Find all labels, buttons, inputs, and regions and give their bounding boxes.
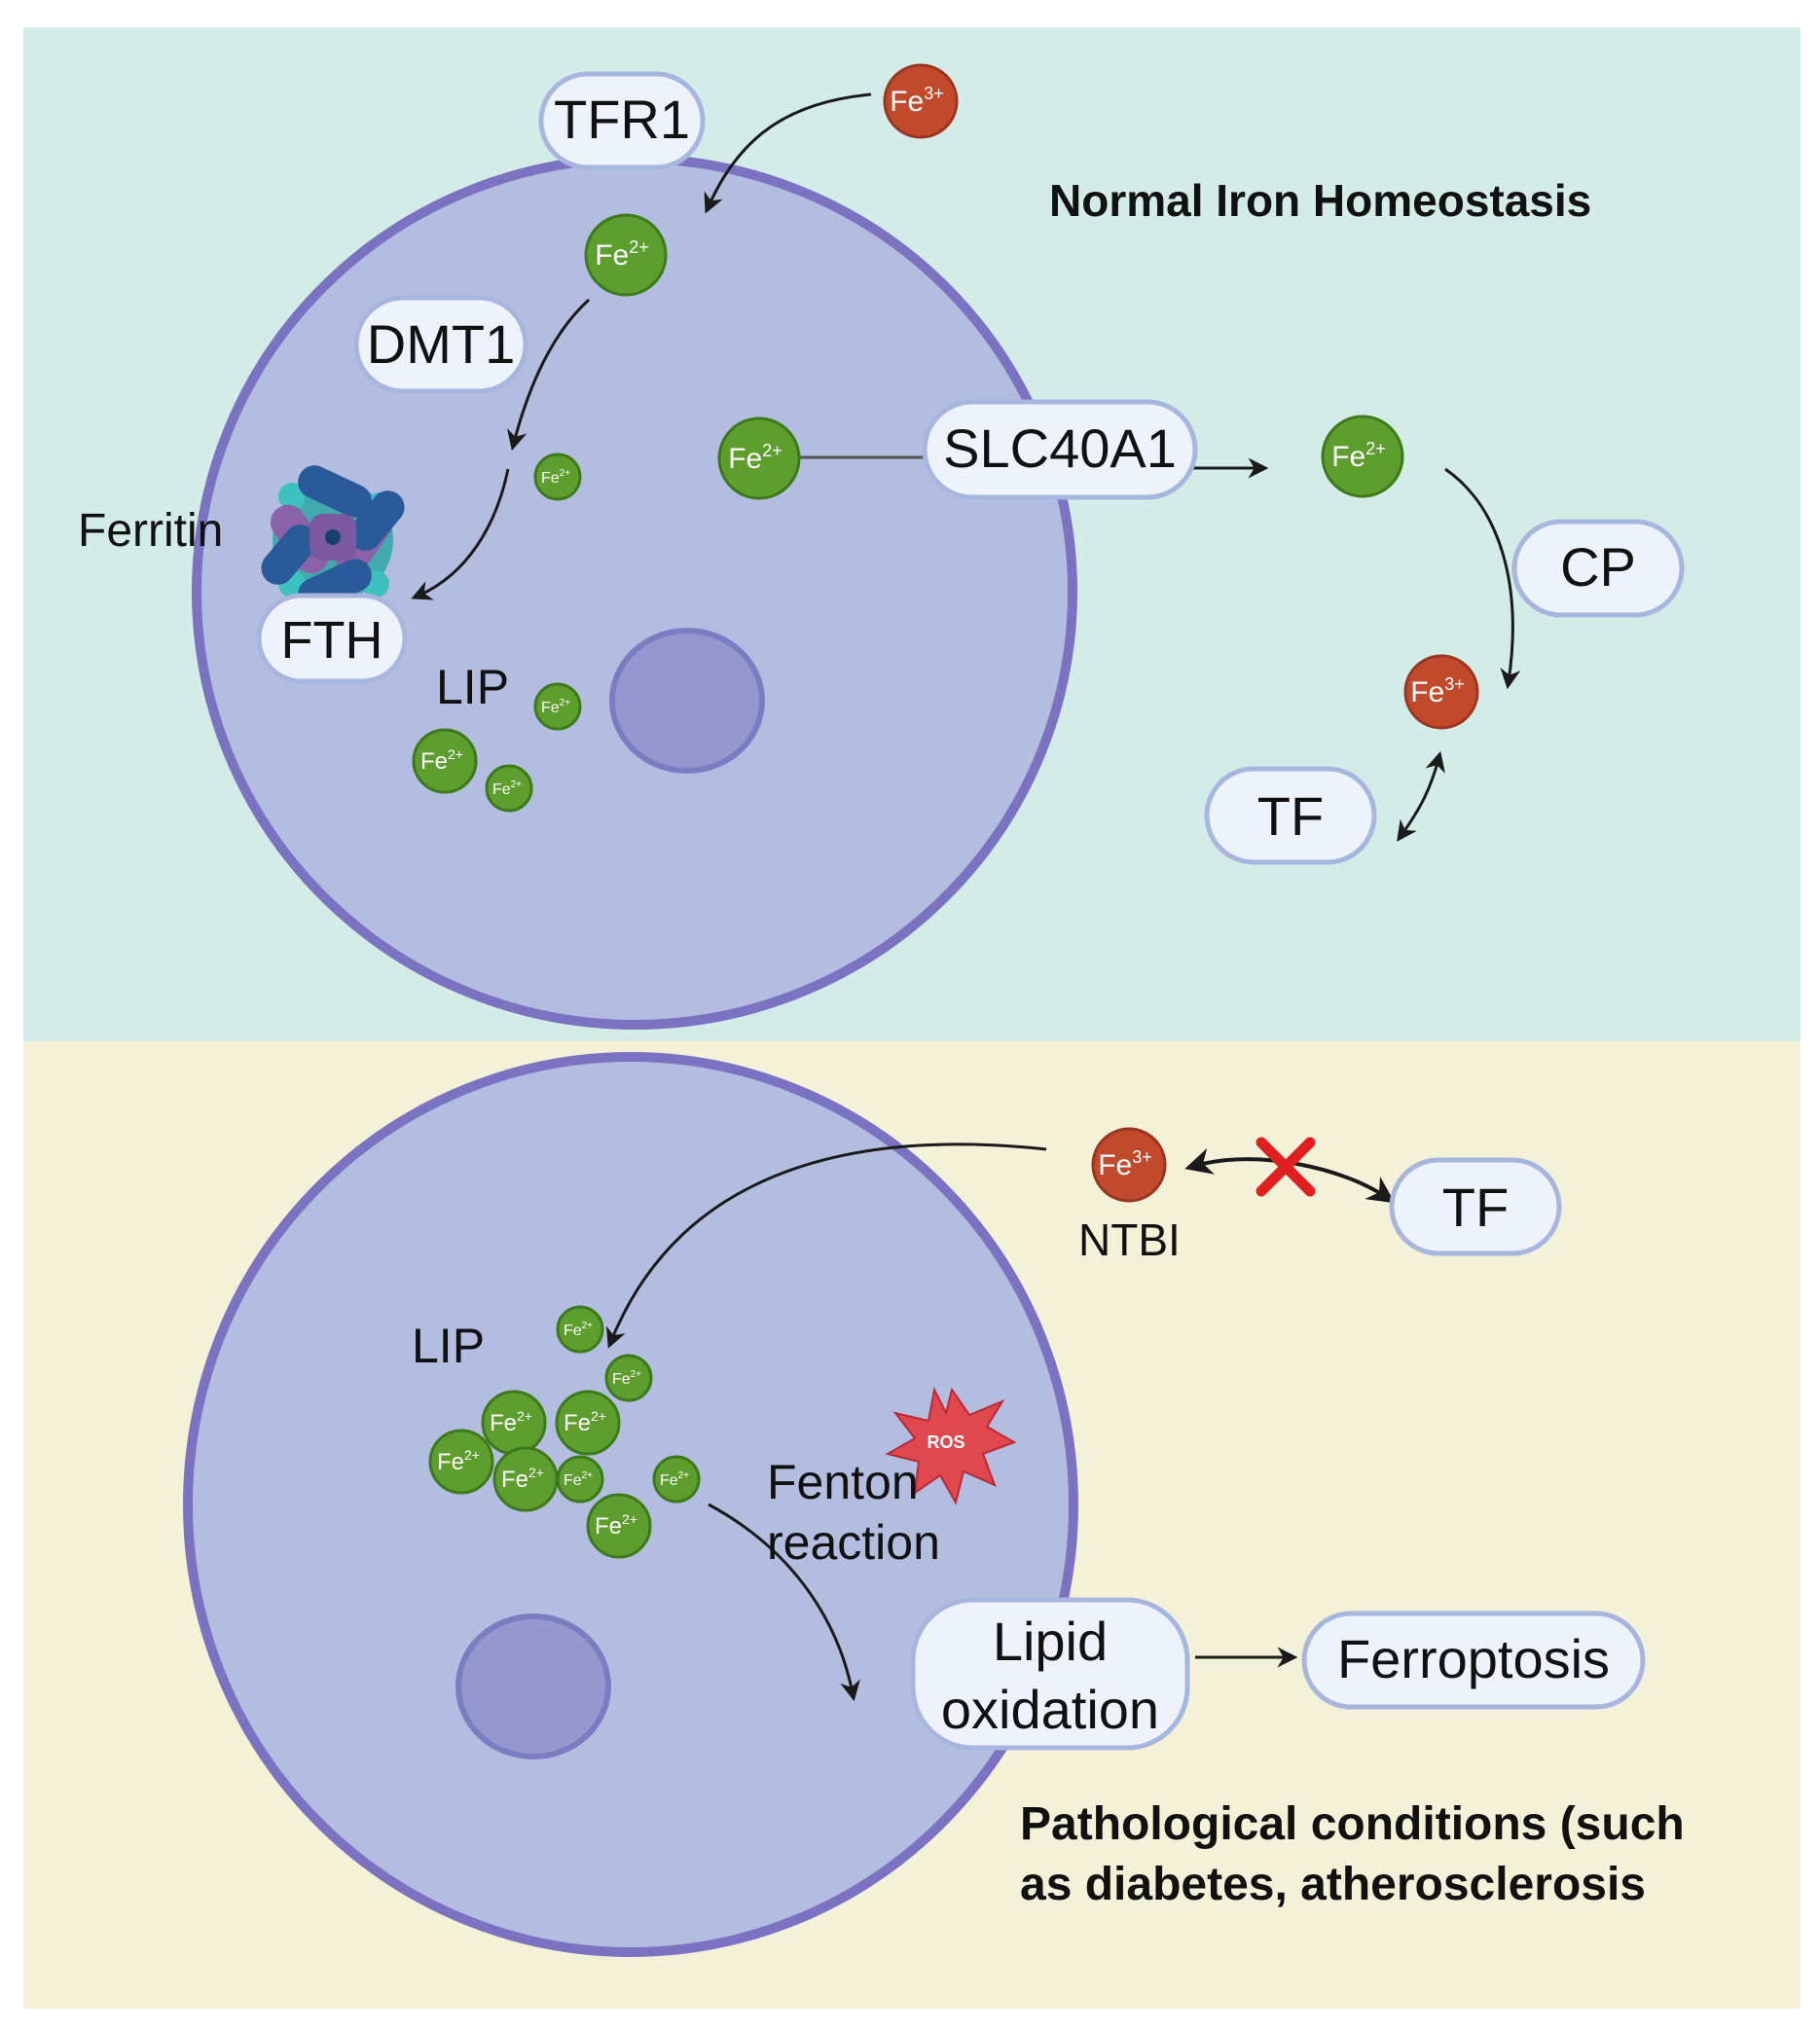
svg-text:Fe3+: Fe3+ bbox=[1410, 674, 1465, 708]
svg-text:Fe2+: Fe2+ bbox=[728, 441, 783, 475]
fe2-ion: Fe2+ bbox=[481, 1390, 547, 1456]
fe2-ion: Fe2+ bbox=[492, 1446, 559, 1512]
svg-text:Fe2+: Fe2+ bbox=[1331, 439, 1386, 473]
bottom-panel-title-line2: as diabetes, atherosclerosis bbox=[1020, 1859, 1646, 1910]
fe2-ion: Fe2+ bbox=[586, 1493, 652, 1559]
fe2-ion: Fe2+ bbox=[604, 1354, 653, 1402]
fe2-ion: Fe2+ bbox=[717, 417, 801, 500]
fth-text: FTH bbox=[281, 611, 383, 670]
svg-text:Fe2+: Fe2+ bbox=[492, 779, 522, 798]
svg-text:Fe2+: Fe2+ bbox=[660, 1470, 689, 1489]
fe2-ion: Fe2+ bbox=[485, 764, 533, 813]
cp-text: CP bbox=[1560, 536, 1636, 598]
arrow-fe3-to-tfr1 bbox=[704, 92, 872, 214]
lip-label-bottom: LIP bbox=[412, 1319, 485, 1373]
fe2-ion: Fe2+ bbox=[533, 682, 582, 731]
ros-text: ROS bbox=[927, 1432, 965, 1452]
arrow-fe2-to-fe3-via-cp bbox=[1444, 467, 1521, 690]
fe2-ion: Fe2+ bbox=[533, 453, 582, 501]
tfr1-label: TFR1 bbox=[538, 71, 706, 170]
svg-text:Fe2+: Fe2+ bbox=[564, 1470, 593, 1489]
ros-burst-icon: ROS bbox=[885, 1386, 1017, 1505]
top-cell-nucleus bbox=[609, 628, 765, 774]
bottom-cell-nucleus bbox=[455, 1613, 611, 1759]
tf-label-top: TF bbox=[1204, 766, 1377, 865]
fe2-ion: Fe2+ bbox=[412, 728, 478, 794]
fe2-ion: Fe2+ bbox=[1321, 415, 1404, 498]
svg-text:Fe2+: Fe2+ bbox=[595, 237, 649, 272]
ferroptosis-label: Ferroptosis bbox=[1301, 1611, 1646, 1710]
arrow-fe3-tf-exchange bbox=[1397, 750, 1445, 842]
arrow-fe2-to-dmt1 bbox=[507, 298, 591, 452]
slc40a1-label: SLC40A1 bbox=[922, 399, 1198, 500]
slc40a1-text: SLC40A1 bbox=[943, 417, 1177, 479]
ntbi-label: NTBI bbox=[1078, 1214, 1181, 1265]
tfr1-text: TFR1 bbox=[554, 89, 690, 150]
top-panel-title: Normal Iron Homeostasis bbox=[1049, 175, 1591, 226]
svg-text:Fe2+: Fe2+ bbox=[541, 698, 570, 716]
svg-text:Fe2+: Fe2+ bbox=[564, 1321, 593, 1339]
lipid-line2-text: oxidation bbox=[941, 1679, 1159, 1740]
fth-label: FTH bbox=[256, 593, 408, 684]
bottom-panel-title-line1: Pathological conditions (such bbox=[1020, 1798, 1685, 1850]
lipid-oxidation-label: Lipid oxidation bbox=[910, 1597, 1190, 1751]
lipid-line1-text: Lipid bbox=[993, 1611, 1108, 1672]
svg-text:Fe2+: Fe2+ bbox=[501, 1465, 544, 1493]
fe2-ion: Fe2+ bbox=[652, 1455, 701, 1504]
fe2-ion: Fe2+ bbox=[556, 1305, 604, 1354]
fe2-ion: Fe2+ bbox=[428, 1429, 494, 1495]
tf-bottom-text: TF bbox=[1442, 1177, 1509, 1238]
fe3-ion: Fe3+ bbox=[1403, 654, 1479, 730]
tf-label-bottom: TF bbox=[1389, 1157, 1562, 1256]
svg-text:Fe2+: Fe2+ bbox=[595, 1511, 637, 1540]
svg-text:Fe2+: Fe2+ bbox=[420, 746, 463, 775]
svg-text:Fe2+: Fe2+ bbox=[490, 1408, 532, 1436]
fe2-ion: Fe2+ bbox=[555, 1390, 621, 1456]
lip-label-top: LIP bbox=[436, 660, 509, 714]
tf-top-text: TF bbox=[1257, 785, 1324, 847]
svg-text:Fe2+: Fe2+ bbox=[437, 1447, 480, 1475]
fe3-ion: Fe3+ bbox=[1091, 1127, 1167, 1203]
ferritin-icon bbox=[261, 465, 405, 611]
svg-text:Fe2+: Fe2+ bbox=[541, 468, 570, 487]
block-x-icon bbox=[1256, 1137, 1316, 1197]
fenton-label-line1: Fenton bbox=[767, 1455, 919, 1509]
svg-text:Fe2+: Fe2+ bbox=[612, 1369, 641, 1388]
arrow-fe2-to-ferritin bbox=[411, 468, 510, 600]
dmt1-label: DMT1 bbox=[353, 295, 528, 394]
ferroptosis-text: Ferroptosis bbox=[1337, 1628, 1610, 1689]
fe3-ion: Fe3+ bbox=[883, 63, 959, 139]
svg-text:Fe3+: Fe3+ bbox=[890, 84, 944, 118]
dmt1-text: DMT1 bbox=[367, 313, 515, 375]
ferritin-label: Ferritin bbox=[78, 505, 223, 557]
arrow-fe3-tf-blocked bbox=[1184, 1147, 1396, 1204]
fenton-label-line2: reaction bbox=[767, 1515, 940, 1570]
fe2-ion: Fe2+ bbox=[556, 1455, 604, 1504]
arrow-fenton-to-lipid bbox=[708, 1503, 860, 1702]
svg-text:Fe2+: Fe2+ bbox=[564, 1408, 606, 1436]
fe2-ion: Fe2+ bbox=[584, 213, 668, 297]
arrow-ntbi-to-lip bbox=[606, 1142, 1047, 1349]
svg-text:Fe3+: Fe3+ bbox=[1098, 1147, 1152, 1181]
cp-label: CP bbox=[1511, 519, 1685, 618]
